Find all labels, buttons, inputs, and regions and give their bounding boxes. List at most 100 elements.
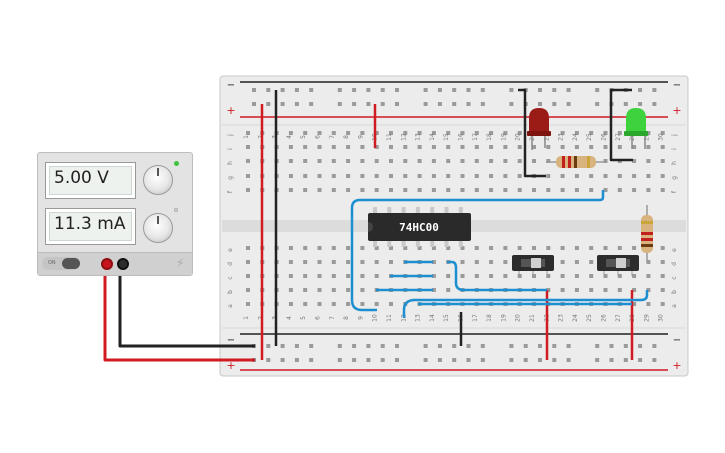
terminal-hole[interactable] [632,302,637,306]
terminal-hole[interactable] [246,145,250,149]
terminal-hole[interactable] [374,159,379,163]
rail-hole[interactable] [609,358,614,362]
terminal-hole[interactable] [460,159,465,163]
terminal-hole[interactable] [589,145,594,149]
terminal-hole[interactable] [374,274,379,278]
terminal-hole[interactable] [617,246,622,250]
terminal-hole[interactable] [360,159,365,163]
rail-hole[interactable] [280,344,285,348]
terminal-hole[interactable] [346,246,351,250]
terminal-hole[interactable] [317,174,322,178]
terminal-hole[interactable] [603,288,608,292]
rail-hole[interactable] [552,102,557,106]
rail-hole[interactable] [638,344,643,348]
terminal-hole[interactable] [660,274,665,278]
terminal-hole[interactable] [288,145,293,149]
current-knob[interactable] [143,213,173,243]
terminal-hole[interactable] [560,174,565,178]
terminal-hole[interactable] [503,188,508,192]
terminal-hole[interactable] [317,131,322,135]
terminal-hole[interactable] [389,159,393,163]
rail-hole[interactable] [538,88,542,92]
terminal-hole[interactable] [246,188,250,192]
terminal-hole[interactable] [617,274,622,278]
terminal-hole[interactable] [403,145,408,149]
terminal-hole[interactable] [246,246,250,250]
terminal-hole[interactable] [417,246,422,250]
terminal-hole[interactable] [489,159,494,163]
terminal-hole[interactable] [389,246,393,250]
terminal-hole[interactable] [517,145,522,149]
terminal-hole[interactable] [474,159,479,163]
terminal-hole[interactable] [517,246,522,250]
terminal-hole[interactable] [431,260,436,264]
terminal-hole[interactable] [446,159,451,163]
rail-hole[interactable] [309,358,314,362]
rail-hole[interactable] [538,344,542,348]
terminal-hole[interactable] [503,145,508,149]
terminal-hole[interactable] [446,274,451,278]
rail-hole[interactable] [509,102,514,106]
terminal-hole[interactable] [503,159,508,163]
terminal-hole[interactable] [389,145,393,149]
rail-hole[interactable] [552,88,557,92]
rail-hole[interactable] [609,344,614,348]
terminal-hole[interactable] [474,246,479,250]
terminal-hole[interactable] [360,246,365,250]
slide-switch-1-knob[interactable] [531,258,541,268]
terminal-hole[interactable] [517,131,522,135]
terminal-hole[interactable] [246,131,250,135]
terminal-hole[interactable] [660,174,665,178]
terminal-hole[interactable] [346,131,351,135]
green-led[interactable] [624,108,648,149]
voltage-knob[interactable] [143,165,173,195]
rail-hole[interactable] [652,102,657,106]
terminal-hole[interactable] [346,288,351,292]
terminal-hole[interactable] [331,145,336,149]
rail-hole[interactable] [638,102,643,106]
terminal-hole[interactable] [331,260,336,264]
terminal-hole[interactable] [603,174,608,178]
rail-hole[interactable] [366,88,371,92]
terminal-hole[interactable] [532,145,536,149]
terminal-hole[interactable] [331,302,336,306]
terminal-hole[interactable] [617,131,622,135]
rail-hole[interactable] [623,344,628,348]
rail-hole[interactable] [437,344,442,348]
terminal-hole[interactable] [317,288,322,292]
terminal-hole[interactable] [417,145,422,149]
rail-hole[interactable] [466,88,471,92]
terminal-hole[interactable] [474,174,479,178]
terminal-hole[interactable] [331,188,336,192]
terminal-hole[interactable] [460,145,465,149]
rail-hole[interactable] [337,358,342,362]
terminal-hole[interactable] [660,260,665,264]
rail-hole[interactable] [595,102,600,106]
rail-hole[interactable] [294,358,299,362]
power-supply[interactable]: 5.00 V 11.3 mA ON ⚡ [37,152,193,276]
terminal-hole[interactable] [303,274,308,278]
terminal-hole[interactable] [660,159,665,163]
terminal-hole[interactable] [303,302,308,306]
terminal-hole[interactable] [317,188,322,192]
terminal-hole[interactable] [446,145,451,149]
terminal-hole[interactable] [632,274,637,278]
rail-hole[interactable] [337,344,342,348]
terminal-hole[interactable] [603,145,608,149]
terminal-hole[interactable] [474,131,479,135]
terminal-hole[interactable] [646,159,651,163]
terminal-hole[interactable] [532,159,536,163]
terminal-hole[interactable] [331,174,336,178]
rail-hole[interactable] [423,358,428,362]
terminal-hole[interactable] [360,145,365,149]
terminal-hole[interactable] [460,260,465,264]
terminal-hole[interactable] [546,188,551,192]
terminal-hole[interactable] [474,145,479,149]
terminal-hole[interactable] [417,159,422,163]
rail-hole[interactable] [380,102,385,106]
terminal-hole[interactable] [603,274,608,278]
terminal-hole[interactable] [346,159,351,163]
terminal-hole[interactable] [303,246,308,250]
rail-hole[interactable] [309,344,314,348]
terminal-hole[interactable] [403,188,408,192]
